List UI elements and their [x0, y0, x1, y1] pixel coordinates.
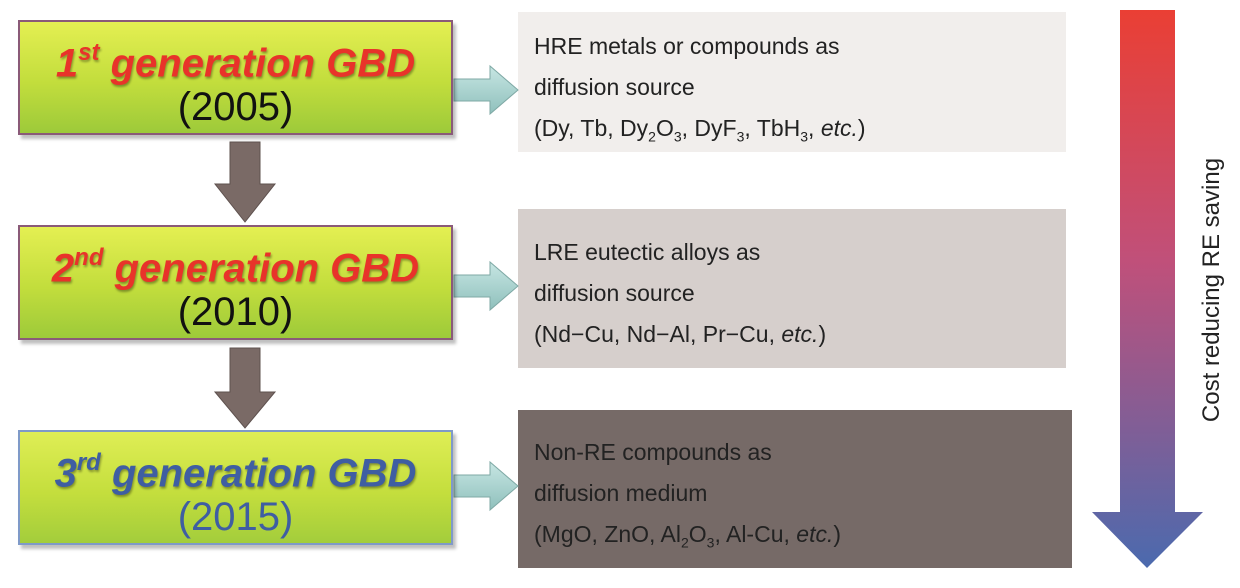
- generation-box-2: 2nd generation GBD (2010): [18, 225, 453, 340]
- description-3-line-2: diffusion medium: [534, 480, 708, 506]
- generation-title-3: 3rd generation GBD: [54, 449, 417, 496]
- generation-box-1: 1st generation GBD (2005): [18, 20, 453, 135]
- description-1-line-3: (Dy, Tb, Dy2O3, DyF3, TbH3, etc.): [534, 115, 866, 145]
- cost-reducing-label: Cost reducing RE saving: [1198, 157, 1225, 423]
- description-3: Non-RE compounds as diffusion medium (Mg…: [518, 422, 857, 565]
- description-1-line-1: HRE metals or compounds as: [534, 33, 840, 59]
- desc-box-3-bg: [518, 410, 1072, 568]
- generation-title-1: 1st generation GBD: [55, 39, 416, 86]
- side-arrow-2: [453, 260, 519, 312]
- description-2-line-2: diffusion source: [534, 280, 695, 306]
- description-3-line-1: Non-RE compounds as: [534, 439, 772, 465]
- description-1-line-2: diffusion source: [534, 74, 695, 100]
- description-3-line-3: (MgO, ZnO, Al2O3, Al-Cu, etc.): [534, 521, 842, 551]
- side-arrow-3: [453, 460, 519, 512]
- down-arrow-1: [213, 141, 277, 223]
- description-2-line-3: (Nd−Cu, Nd−Al, Pr−Cu, etc.): [534, 321, 827, 347]
- down-arrow-2: [213, 347, 277, 429]
- description-2: LRE eutectic alloys as diffusion source …: [518, 222, 842, 365]
- desc-box-2-bg: [518, 209, 1066, 368]
- generation-title-2: 2nd generation GBD: [51, 244, 420, 291]
- side-arrow-1: [453, 64, 519, 116]
- generation-year-1: (2005): [177, 85, 294, 129]
- generation-year-2: (2010): [177, 290, 294, 334]
- description-1: HRE metals or compounds as diffusion sou…: [518, 16, 882, 159]
- desc-box-1-bg: [518, 12, 1066, 152]
- cost-reduction-arrow: [1092, 10, 1203, 568]
- description-2-line-1: LRE eutectic alloys as: [534, 239, 761, 265]
- generation-box-3: 3rd generation GBD (2015): [18, 430, 453, 545]
- generation-year-3: (2015): [177, 495, 294, 539]
